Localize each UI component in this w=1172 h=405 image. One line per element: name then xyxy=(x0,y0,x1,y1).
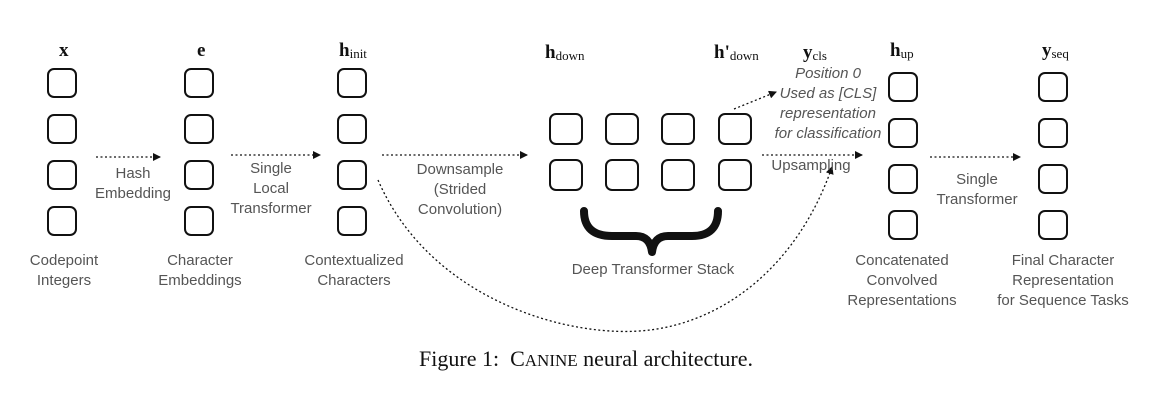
label-deep-transformer-stack: Deep Transformer Stack xyxy=(571,261,735,278)
cell-hup-3 xyxy=(888,164,918,194)
var-e: e xyxy=(197,40,206,61)
cell-hdown-1-3 xyxy=(661,113,695,145)
cell-hinit-3 xyxy=(337,160,367,190)
cell-hup-1 xyxy=(888,72,918,102)
cell-yseq-2 xyxy=(1038,118,1068,148)
caption-suffix: neural architecture. xyxy=(583,346,753,371)
cell-x-4 xyxy=(47,206,77,236)
label-single-local-transformer: Single Local Transformer xyxy=(230,160,312,217)
cell-hinit-4 xyxy=(337,206,367,236)
label-hash-embedding: Hash Embedding xyxy=(95,165,171,202)
cell-hinit-1 xyxy=(337,68,367,98)
label-codepoint-integers: Codepoint Integers xyxy=(29,252,99,289)
label-final-character-representation: Final Character Representation for Seque… xyxy=(997,252,1129,309)
label-concatenated-representations: Concatenated Convolved Representations xyxy=(847,252,957,309)
cell-yseq-4 xyxy=(1038,210,1068,240)
var-h-up: hup xyxy=(890,40,914,61)
cell-hdown-2-2 xyxy=(605,159,639,191)
caption-model-initial: C xyxy=(510,346,525,371)
label-downsample: Downsample (Strided Convolution) xyxy=(416,161,504,218)
caption-prefix: Figure 1: xyxy=(419,346,500,371)
label-character-embeddings: Character Embeddings xyxy=(158,252,242,289)
arrow-cls xyxy=(733,90,777,110)
cell-hdown-2-1 xyxy=(549,159,583,191)
cell-x-3 xyxy=(47,160,77,190)
cell-hdown-2-3 xyxy=(661,159,695,191)
cell-yseq-1 xyxy=(1038,72,1068,102)
cell-e-1 xyxy=(184,68,214,98)
var-x: x xyxy=(59,40,69,61)
cell-hdown-1-2 xyxy=(605,113,639,145)
cell-hup-4 xyxy=(888,210,918,240)
label-single-transformer: Single Transformer xyxy=(936,171,1018,208)
caption-model-rest: ANINE xyxy=(524,351,578,370)
var-y-seq: yseq xyxy=(1042,40,1069,61)
figure-caption: Figure 1: CANINE neural architecture. xyxy=(0,346,1172,372)
cell-x-2 xyxy=(47,114,77,144)
cell-hdown-prime-1 xyxy=(718,113,752,145)
cell-hdown-prime-2 xyxy=(718,159,752,191)
cell-hinit-2 xyxy=(337,114,367,144)
cell-e-2 xyxy=(184,114,214,144)
label-contextualized-characters: Contextualized Characters xyxy=(304,252,404,289)
var-h-down: hdown xyxy=(545,42,585,63)
cell-hup-2 xyxy=(888,118,918,148)
cell-hdown-1-1 xyxy=(549,113,583,145)
label-upsampling: Upsampling xyxy=(771,157,851,174)
residual-connection-curve xyxy=(377,166,834,333)
cell-x-1 xyxy=(47,68,77,98)
cell-yseq-3 xyxy=(1038,164,1068,194)
var-h-init: hinit xyxy=(339,40,367,61)
cell-e-4 xyxy=(184,206,214,236)
var-y-cls: ycls xyxy=(803,42,827,63)
label-cls-note: Position 0 Used as [CLS] representation … xyxy=(774,65,882,142)
stack-brace xyxy=(580,207,722,256)
cell-e-3 xyxy=(184,160,214,190)
var-h-down-prime: h'down xyxy=(714,42,759,63)
